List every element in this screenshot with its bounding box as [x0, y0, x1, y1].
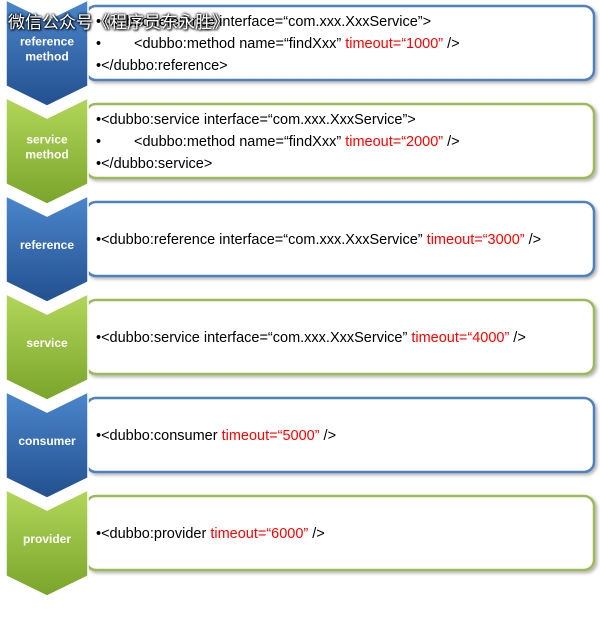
config-line: • <dubbo:method name=“findXxx” timeout=“1…	[96, 36, 460, 52]
config-text: />	[443, 36, 460, 52]
config-text: •	[96, 36, 101, 52]
config-line: •<dubbo:consumer timeout=“5000” />	[96, 428, 336, 444]
config-line: •<dubbo:reference interface=“com.xxx.Xxx…	[96, 14, 431, 30]
timeout-value: timeout=“1000”	[345, 36, 443, 52]
level-row: reference •<dubbo:reference interface=“co…	[5, 194, 596, 303]
level-row: service •<dubbo:service interface=“com.xx…	[5, 292, 596, 401]
config-text: •<dubbo:service interface=“com.xxx.XxxSe…	[96, 330, 411, 346]
config-text: />	[443, 134, 460, 150]
config-line: • <dubbo:method name=“findXxx” timeout=“2…	[96, 134, 460, 150]
level-label: provider	[23, 532, 71, 546]
level-label: reference	[20, 35, 74, 49]
config-text: />	[525, 232, 542, 248]
level-label: service	[26, 336, 68, 350]
config-text: •<dubbo:service interface=“com.xxx.XxxSe…	[96, 112, 416, 128]
config-text: •</dubbo:service>	[96, 156, 212, 172]
timeout-value: timeout=“6000”	[210, 526, 308, 542]
level-label: reference	[20, 238, 74, 252]
level-chevron	[5, 390, 89, 499]
config-text: •	[96, 134, 101, 150]
level-row: consumer •<dubbo:consumer timeout=“5000” …	[5, 390, 596, 499]
level-chevron	[5, 0, 89, 107]
timeout-value: timeout=“2000”	[345, 134, 443, 150]
config-text: •<dubbo:consumer	[96, 428, 222, 444]
timeout-value: timeout=“4000”	[411, 330, 509, 346]
config-text: />	[308, 526, 325, 542]
watermark: 微信公众号《程序员东永胜》	[8, 13, 229, 33]
config-text: />	[320, 428, 337, 444]
config-text: •<dubbo:provider	[96, 526, 210, 542]
config-line: •<dubbo:service interface=“com.xxx.XxxSe…	[96, 112, 416, 128]
config-line: •<dubbo:reference interface=“com.xxx.Xxx…	[96, 232, 541, 248]
level-label: consumer	[18, 434, 76, 448]
level-chevron	[5, 292, 89, 401]
config-line: •</dubbo:reference>	[96, 58, 228, 74]
level-label: method	[25, 148, 68, 162]
level-row: provider •<dubbo:provider timeout=“6000” …	[5, 488, 596, 597]
config-text: <dubbo:method name=“findXxx”	[134, 36, 345, 52]
config-text: •<dubbo:reference interface=“com.xxx.Xxx…	[96, 232, 427, 248]
level-chevron	[5, 194, 89, 303]
config-text: •<dubbo:reference interface=“com.xxx.Xxx…	[96, 14, 431, 30]
level-label: method	[25, 50, 68, 64]
level-label: service	[26, 133, 68, 147]
timeout-value: timeout=“5000”	[222, 428, 320, 444]
config-line: •<dubbo:provider timeout=“6000” />	[96, 526, 325, 542]
config-text: <dubbo:method name=“findXxx”	[134, 134, 345, 150]
timeout-value: timeout=“3000”	[427, 232, 525, 248]
level-chevron	[5, 96, 89, 205]
config-text: />	[509, 330, 526, 346]
config-text: •</dubbo:reference>	[96, 58, 228, 74]
config-line: •</dubbo:service>	[96, 156, 212, 172]
level-chevron	[5, 488, 89, 597]
config-line: •<dubbo:service interface=“com.xxx.XxxSe…	[96, 330, 526, 346]
